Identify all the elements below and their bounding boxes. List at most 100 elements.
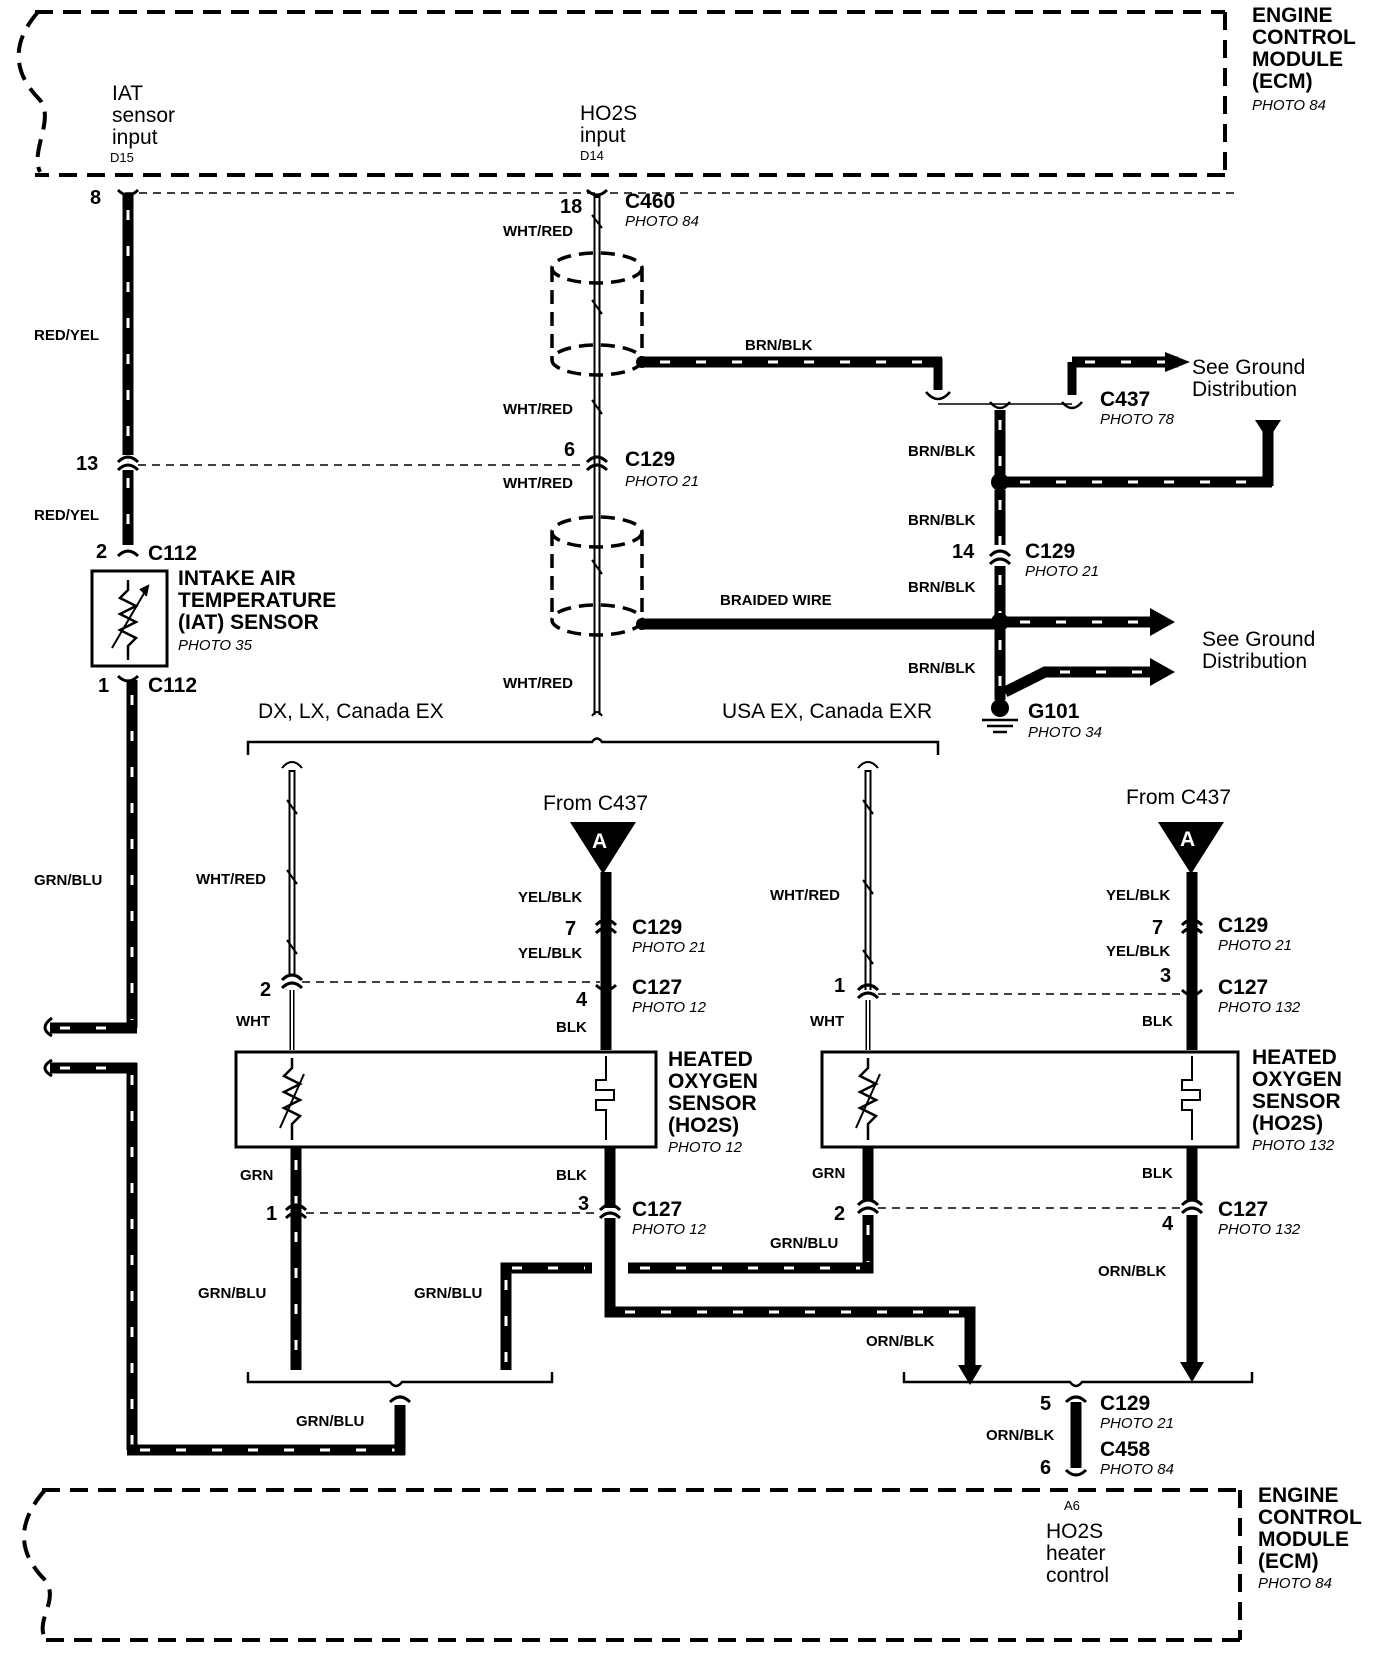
right-ho2s-sensor-box bbox=[820, 1050, 1240, 1149]
diagram-label: PHOTO 84 bbox=[625, 213, 699, 230]
diagram-label: 2 bbox=[834, 1203, 845, 1225]
diagram-label: 3 bbox=[578, 1193, 589, 1215]
diagram-label: YEL/BLK bbox=[1106, 887, 1170, 904]
diagram-label: 6 bbox=[1040, 1457, 1051, 1479]
diagram-label: HEATED bbox=[668, 1048, 753, 1071]
diagram-label: WHT/RED bbox=[196, 871, 266, 888]
diagram-label: C112 bbox=[148, 674, 197, 697]
diagram-label: SENSOR bbox=[668, 1092, 757, 1115]
diagram-label: C458 bbox=[1100, 1438, 1151, 1461]
diagram-label: OXYGEN bbox=[1252, 1068, 1342, 1091]
from-c437-left: A bbox=[570, 822, 636, 874]
c460-pin-8-icon bbox=[116, 188, 140, 197]
diagram-label: PHOTO 84 bbox=[1100, 1461, 1174, 1478]
ground-branch-1 bbox=[991, 420, 1281, 491]
diagram-label: WHT/RED bbox=[503, 401, 573, 418]
diagram-label: (ECM) bbox=[1252, 70, 1313, 93]
diagram-label: IAT bbox=[112, 82, 143, 105]
diagram-label: CONTROL bbox=[1258, 1506, 1362, 1529]
diagram-label: 7 bbox=[1152, 917, 1163, 939]
iat-sensor-box bbox=[90, 569, 169, 668]
diagram-label: See Ground bbox=[1192, 356, 1305, 379]
shield-bottom bbox=[550, 515, 648, 637]
diagram-label: MODULE bbox=[1258, 1528, 1349, 1551]
diagram-label: PHOTO 78 bbox=[1100, 411, 1175, 428]
diagram-label: USA EX, Canada EXR bbox=[722, 700, 932, 723]
diagram-label: ORN/BLK bbox=[1098, 1263, 1166, 1280]
diagram-label: YEL/BLK bbox=[518, 945, 582, 962]
diagram-label: YEL/BLK bbox=[1106, 943, 1170, 960]
ground-trunk bbox=[988, 490, 1012, 700]
diagram-label: GRN bbox=[812, 1165, 845, 1182]
diagram-label: C129 bbox=[632, 916, 682, 939]
ecm-top-module bbox=[16, 10, 1227, 177]
diagram-label: input bbox=[580, 124, 626, 147]
c129-pin-6-icon bbox=[585, 455, 609, 472]
diagram-label: ORN/BLK bbox=[866, 1333, 934, 1350]
diagram-label: PHOTO 12 bbox=[632, 999, 707, 1016]
diagram-label: PHOTO 132 bbox=[1218, 1221, 1301, 1238]
shield-ground-wire-top bbox=[642, 356, 951, 401]
diagram-label: SENSOR bbox=[1252, 1090, 1341, 1113]
diagram-label: Distribution bbox=[1192, 378, 1297, 401]
right-ho2s-signal-wire bbox=[856, 761, 880, 1050]
braided-wire bbox=[642, 608, 1175, 636]
diagram-label: PHOTO 12 bbox=[668, 1139, 743, 1156]
diagram-label: BRN/BLK bbox=[908, 660, 976, 677]
diagram-label: C460 bbox=[625, 190, 675, 213]
diagram-label: From C437 bbox=[543, 792, 648, 815]
right-ho2s-label: HEATED OXYGEN SENSOR (HO2S) PHOTO 132 bbox=[1252, 1046, 1342, 1154]
diagram-label: (IAT) SENSOR bbox=[178, 611, 319, 634]
diagram-label: control bbox=[1046, 1564, 1109, 1587]
diagram-label: PHOTO 12 bbox=[632, 1221, 707, 1238]
diagram-label: C437 bbox=[1100, 388, 1150, 411]
variant-bracket-bottom-left bbox=[246, 1372, 554, 1388]
diagram-label: GRN/BLU bbox=[296, 1413, 364, 1430]
diagram-label: PHOTO 34 bbox=[1028, 724, 1102, 741]
diagram-label: DX, LX, Canada EX bbox=[258, 700, 444, 723]
ecm-bottom-module bbox=[22, 1488, 1242, 1642]
diagram-label: PHOTO 132 bbox=[1218, 999, 1301, 1016]
diagram-label: heater bbox=[1046, 1542, 1106, 1565]
variant-bracket-top bbox=[246, 711, 940, 755]
diagram-label: BLK bbox=[556, 1019, 587, 1036]
left-ho2s-signal-wire bbox=[280, 761, 304, 1050]
diagram-label: C129 bbox=[625, 448, 675, 471]
diagram-label: RED/YEL bbox=[34, 327, 99, 344]
diagram-label: From C437 bbox=[1126, 786, 1231, 809]
diagram-label: A bbox=[1180, 828, 1195, 851]
diagram-label: PHOTO 35 bbox=[178, 637, 253, 654]
diagram-label: 5 bbox=[1040, 1393, 1051, 1415]
variant-bracket-bottom-right bbox=[902, 1372, 1254, 1388]
ecm-top-title: ENGINE CONTROL MODULE (ECM) PHOTO 84 bbox=[1252, 4, 1356, 114]
diagram-label: HEATED bbox=[1252, 1046, 1337, 1069]
diagram-label: D14 bbox=[580, 148, 604, 163]
diagram-label: HO2S bbox=[1046, 1520, 1103, 1543]
diagram-label: 13 bbox=[76, 453, 98, 475]
diagram-label: D15 bbox=[110, 150, 134, 165]
diagram-label: GRN/BLU bbox=[414, 1285, 482, 1302]
diagram-label: YEL/BLK bbox=[518, 889, 582, 906]
diagram-label: GRN/BLU bbox=[770, 1235, 838, 1252]
iat-ground-wire bbox=[43, 680, 412, 1456]
diagram-label: BLK bbox=[556, 1167, 587, 1184]
diagram-label: sensor bbox=[112, 104, 175, 127]
heater-control-wire bbox=[1064, 1395, 1088, 1477]
right-ho2s-heater-wire bbox=[1180, 872, 1204, 1050]
ho2s-signal-wire bbox=[591, 195, 603, 715]
diagram-label: PHOTO 21 bbox=[625, 473, 699, 490]
diagram-label: C127 bbox=[1218, 1198, 1268, 1221]
diagram-label: A6 bbox=[1064, 1498, 1080, 1513]
c129-pin-13-icon bbox=[116, 455, 140, 472]
diagram-label: 4 bbox=[576, 989, 588, 1011]
left-ho2s-label: HEATED OXYGEN SENSOR (HO2S) PHOTO 12 bbox=[668, 1048, 758, 1156]
ground-branch-2 bbox=[1002, 658, 1175, 697]
diagram-label: PHOTO 132 bbox=[1252, 1137, 1335, 1154]
diagram-label: GRN/BLU bbox=[198, 1285, 266, 1302]
diagram-label: BLK bbox=[1142, 1013, 1173, 1030]
ecm-heater-control-label: A6 HO2S heater control bbox=[1046, 1498, 1109, 1587]
diagram-label: WHT/RED bbox=[503, 475, 573, 492]
diagram-label: 1 bbox=[98, 675, 109, 697]
diagram-label: PHOTO 21 bbox=[1025, 563, 1099, 580]
